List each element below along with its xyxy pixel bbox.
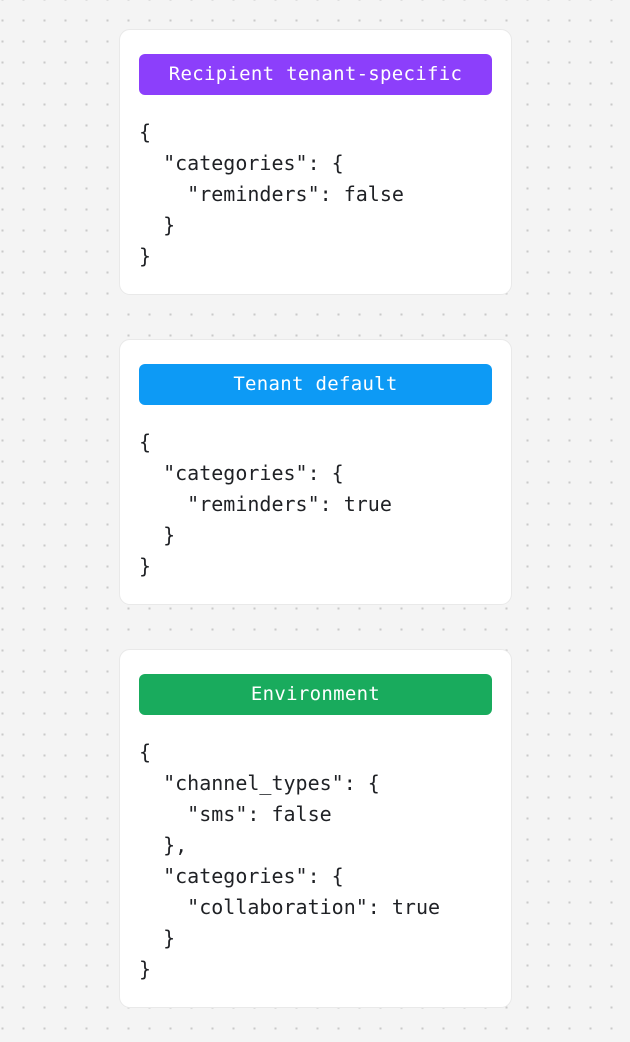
- card-tenant-default: Tenant default { "categories": { "remind…: [119, 339, 512, 605]
- code-block-recipient-tenant-specific: { "categories": { "reminders": false } }: [139, 120, 404, 268]
- badge-recipient-tenant-specific: Recipient tenant-specific: [139, 54, 492, 95]
- code-block-environment: { "channel_types": { "sms": false }, "ca…: [139, 740, 441, 981]
- preference-override-card-stack: Recipient tenant-specific { "categories"…: [119, 29, 512, 1008]
- code-block-tenant-default: { "categories": { "reminders": true } }: [139, 430, 392, 578]
- card-environment: Environment { "channel_types": { "sms": …: [119, 649, 512, 1008]
- card-recipient-tenant-specific: Recipient tenant-specific { "categories"…: [119, 29, 512, 295]
- badge-tenant-default: Tenant default: [139, 364, 492, 405]
- badge-environment: Environment: [139, 674, 492, 715]
